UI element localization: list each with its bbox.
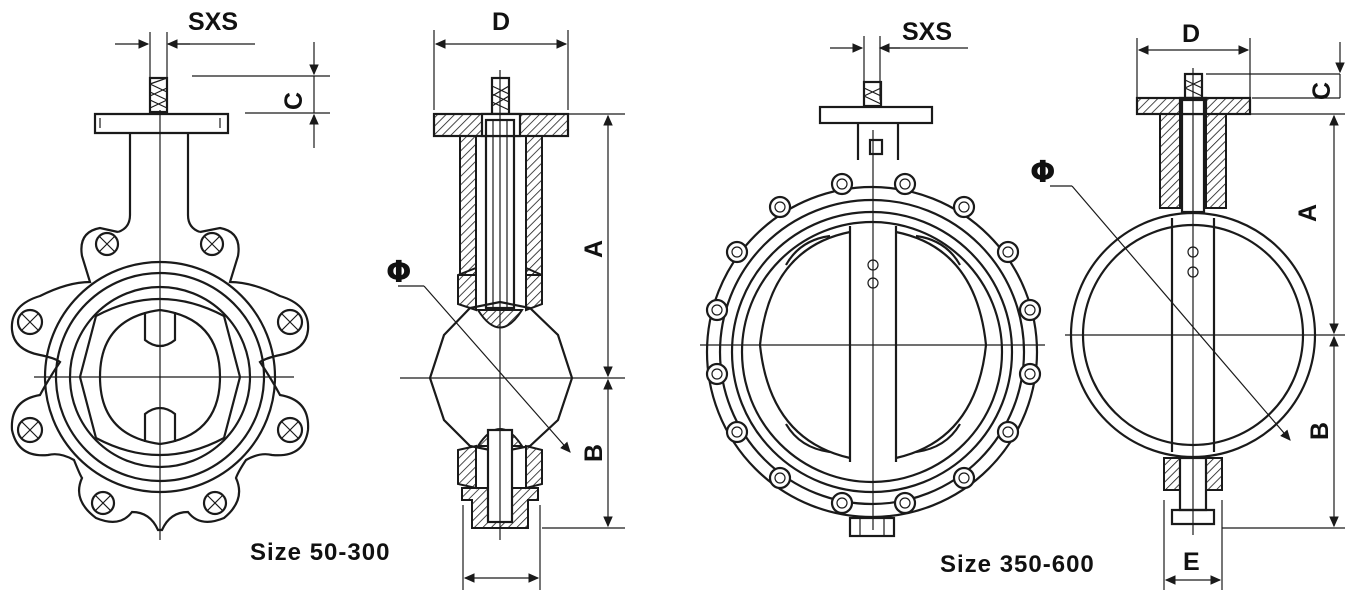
large-valve-side-view (1050, 38, 1345, 590)
lug-valve-front-view (10, 32, 330, 540)
sxs-label-left: SXS (188, 8, 238, 36)
e-dimension (1163, 500, 1223, 590)
d-label-left: D (492, 8, 510, 36)
d-dimension-right (1136, 38, 1251, 98)
caption-size-50-300: Size 50-300 (250, 539, 390, 566)
c-dimension-left (192, 42, 330, 148)
phi-label-right: Φ (1030, 155, 1056, 190)
ab-dimension-left (542, 113, 625, 529)
lug-valve-side-view (398, 30, 625, 590)
ab-dimension-right (1222, 113, 1345, 529)
a-label-right: A (1294, 204, 1322, 222)
e-label: E (1183, 548, 1200, 576)
caption-size-350-600: Size 350-600 (940, 551, 1095, 578)
b-label-left: B (580, 444, 608, 462)
large-valve-front-view (700, 36, 1045, 538)
a-label-left: A (580, 240, 608, 258)
sxs-dimension-left (115, 32, 255, 110)
bolt-holes-right (705, 172, 1042, 515)
d-label-right: D (1182, 20, 1200, 48)
c-label-right: C (1308, 82, 1336, 100)
sxs-label-right: SXS (902, 18, 952, 46)
bolt-holes-left (16, 231, 304, 516)
c-dimension-right (1206, 42, 1345, 99)
phi-label-left: Φ (386, 255, 412, 290)
c-label-left: C (280, 92, 308, 110)
d-dimension-left (433, 30, 569, 110)
b-label-right: B (1306, 422, 1334, 440)
